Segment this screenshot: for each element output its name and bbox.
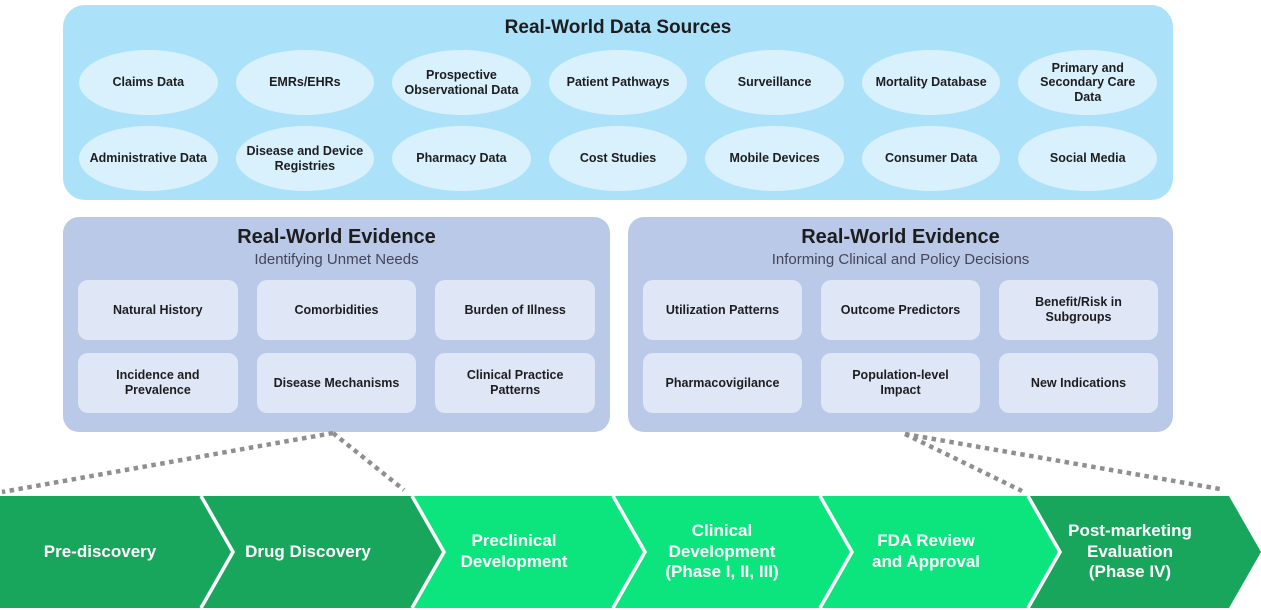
stage-shape-post-marketing: [1028, 496, 1261, 608]
pill-claims-data: Claims Data: [79, 50, 218, 115]
connector-right-to-postmarketing-boundary: [904, 431, 1023, 494]
pipeline-arrows: [0, 496, 1261, 608]
rwe-unmet-needs-title: Real-World Evidence: [237, 226, 436, 248]
pill-patient-pathways: Patient Pathways: [548, 50, 688, 115]
box-natural-history: Natural History: [78, 280, 238, 340]
pill-cost-studies: Cost Studies: [548, 126, 688, 191]
pill-primary-secondary-care-data: Primary and Secondary Care Data: [1018, 50, 1158, 115]
pill-pharmacy-data: Pharmacy Data: [392, 126, 531, 191]
stage-shape-pre-discovery: [0, 496, 233, 608]
data-sources-row-1: Claims Data EMRs/EHRs Prospective Observ…: [63, 50, 1173, 115]
box-new-indications: New Indications: [999, 353, 1158, 413]
box-clinical-practice-patterns: Clinical Practice Patterns: [435, 353, 595, 413]
data-sources-row-2: Administrative Data Disease and Device R…: [63, 126, 1173, 191]
stage-shape-fda-review: [820, 496, 1060, 608]
pill-surveillance: Surveillance: [705, 50, 844, 115]
connector-right-to-pipeline-end: [904, 431, 1221, 492]
stage-separator-5: [1026, 496, 1063, 608]
box-pharmacovigilance: Pharmacovigilance: [643, 353, 802, 413]
rwd-sources-panel: Real-World Data Sources Claims Data EMRs…: [63, 5, 1173, 200]
box-incidence-prevalence: Incidence and Prevalence: [78, 353, 238, 413]
rwe-policy-decisions-grid: Utilization Patterns Outcome Predictors …: [628, 280, 1173, 413]
stage-separator-4: [818, 496, 855, 608]
stage-separator-3: [611, 496, 648, 608]
pill-consumer-data: Consumer Data: [861, 126, 1001, 191]
pill-disease-device-registries: Disease and Device Registries: [235, 126, 375, 191]
box-comorbidities: Comorbidities: [256, 280, 417, 340]
rwe-policy-decisions-panel: Real-World Evidence Informing Clinical a…: [628, 217, 1173, 432]
stage-separator-1: [199, 496, 236, 608]
stage-shape-preclinical: [412, 496, 645, 608]
pill-social-media: Social Media: [1018, 126, 1158, 191]
box-population-level-impact: Population-level Impact: [821, 353, 980, 413]
pill-mortality-database: Mortality Database: [861, 50, 1001, 115]
stage-separator-2: [410, 496, 447, 608]
connector-left-to-preclinical-boundary: [331, 431, 406, 492]
rwe-unmet-needs-grid: Natural History Comorbidities Burden of …: [63, 280, 610, 413]
stage-shape-clinical: [613, 496, 852, 608]
box-utilization-patterns: Utilization Patterns: [643, 280, 802, 340]
pill-administrative-data: Administrative Data: [79, 126, 218, 191]
drug-development-pipeline: Pre-discovery Drug Discovery Preclinical…: [0, 496, 1261, 608]
box-disease-mechanisms: Disease Mechanisms: [256, 353, 417, 413]
pill-prospective-observational-data: Prospective Observational Data: [392, 50, 531, 115]
box-outcome-predictors: Outcome Predictors: [821, 280, 980, 340]
pill-mobile-devices: Mobile Devices: [705, 126, 844, 191]
rwe-policy-decisions-title: Real-World Evidence: [801, 226, 1000, 248]
rwd-sources-title: Real-World Data Sources: [504, 17, 732, 38]
box-benefit-risk-subgroups: Benefit/Risk in Subgroups: [999, 280, 1158, 340]
connector-left-to-prediscovery: [1, 430, 334, 495]
rwe-unmet-needs-subtitle: Identifying Unmet Needs: [254, 251, 419, 268]
stage-shape-drug-discovery: [201, 496, 444, 608]
rwe-policy-decisions-subtitle: Informing Clinical and Policy Decisions: [771, 251, 1030, 268]
box-burden-of-illness: Burden of Illness: [435, 280, 595, 340]
rwe-unmet-needs-panel: Real-World Evidence Identifying Unmet Ne…: [63, 217, 610, 432]
pill-emrs-ehrs: EMRs/EHRs: [235, 50, 375, 115]
